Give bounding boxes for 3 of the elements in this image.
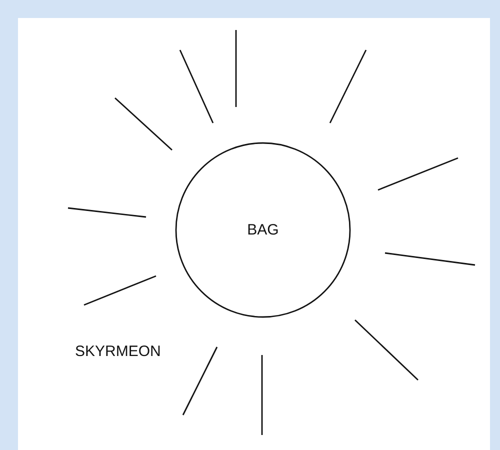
part-label: SKYRMEON (75, 343, 161, 360)
node-label: BAG (246, 222, 280, 238)
circle-node (175, 142, 351, 318)
